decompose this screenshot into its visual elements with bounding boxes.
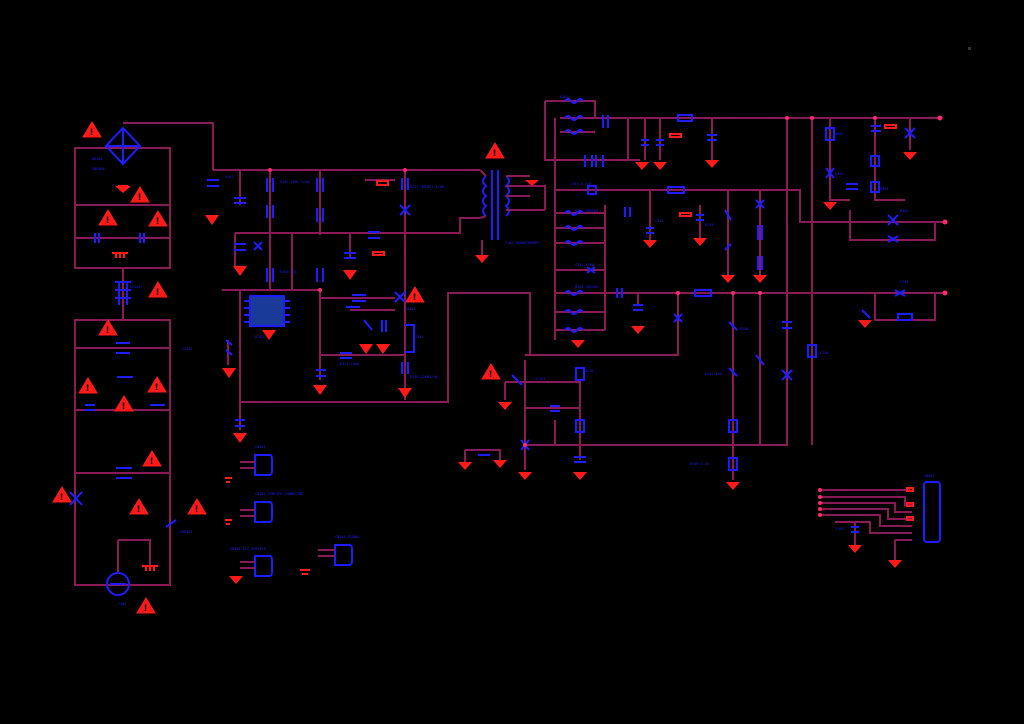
svg-text:R301: R301 <box>835 132 843 136</box>
svg-text:!: ! <box>138 193 142 203</box>
svg-text:CN104 SIGNAL: CN104 SIGNAL <box>335 535 360 539</box>
svg-text:T101: T101 <box>415 335 423 339</box>
svg-text:R118 220R1/4W: R118 220R1/4W <box>410 375 438 379</box>
svg-text:!: ! <box>86 384 90 394</box>
svg-text:R215: R215 <box>705 223 713 227</box>
svg-text:!: ! <box>150 457 154 467</box>
svg-text:R240: R240 <box>740 327 748 331</box>
svg-text:R104 51k: R104 51k <box>280 270 298 274</box>
ac-input-section: BD101 GBU406 LF101 CX102 F101 VDR101 <box>69 122 214 606</box>
svg-text:D301: D301 <box>900 209 908 213</box>
warning-triangle-icon: ! <box>147 376 167 393</box>
connector-icon: CN103 ALT_SERVICE <box>229 547 273 584</box>
warning-triangle-icon: ! <box>136 597 156 614</box>
svg-text:C211 470uF: C211 470uF <box>575 263 596 267</box>
svg-text:IC101: IC101 <box>254 335 265 339</box>
warning-triangle-icon: ! <box>114 395 134 412</box>
svg-text:R111 100k: R111 100k <box>340 362 360 366</box>
svg-text:R230: R230 <box>585 369 593 373</box>
svg-text:F201: F201 <box>900 280 908 284</box>
svg-text:!: ! <box>489 370 493 380</box>
connector-icon: CN101 <box>225 445 273 483</box>
svg-text:R304: R304 <box>880 187 888 191</box>
svg-text:!: ! <box>137 505 141 515</box>
svg-text:CN103 ALT_SERVICE: CN103 ALT_SERVICE <box>230 547 266 551</box>
svg-text:!: ! <box>60 493 64 503</box>
svg-text:C240: C240 <box>820 351 828 355</box>
svg-text:GBU406: GBU406 <box>92 167 105 171</box>
warning-triangle-icon: ! <box>481 363 501 380</box>
warning-triangles: ! ! ! ! ! ! ! ! ! ! ! ! ! ! ! ! ! <box>52 121 505 614</box>
svg-text:C301: C301 <box>836 527 844 531</box>
svg-text:R102 10M/ 1/4W: R102 10M/ 1/4W <box>280 180 310 184</box>
svg-text:!: ! <box>90 128 94 138</box>
aux-connectors: CN101 CN102 SERVICE_CONNECTOR CN103 ALT_… <box>225 445 360 584</box>
warning-triangle-icon: ! <box>485 142 505 159</box>
diode-bridge-icon <box>104 126 142 166</box>
svg-text:Q301: Q301 <box>835 172 843 176</box>
warning-triangle-icon: ! <box>98 319 118 336</box>
warning-triangle-icon: ! <box>130 186 150 203</box>
svg-text:R250 1.2k: R250 1.2k <box>690 462 710 466</box>
warning-triangle-icon: ! <box>405 286 425 303</box>
svg-text:CN201: CN201 <box>924 474 935 478</box>
connector-icon: CN104 SIGNAL <box>300 535 360 575</box>
warning-triangle-icon: ! <box>82 121 102 138</box>
svg-text:!: ! <box>413 293 417 303</box>
svg-text:L201 4.7uH: L201 4.7uH <box>570 182 591 186</box>
svg-text:!: ! <box>156 217 160 227</box>
svg-text:IC201: IC201 <box>535 377 546 381</box>
svg-text:VDR101: VDR101 <box>180 530 193 534</box>
svg-text:!: ! <box>106 216 110 226</box>
svg-text:!: ! <box>195 505 199 515</box>
secondary-section: D201 L201 4.7uH D202 SB5200 C211 470uF D… <box>458 95 945 568</box>
svg-text:D201: D201 <box>560 95 568 99</box>
svg-text:LF101: LF101 <box>130 285 141 289</box>
svg-text:D202 SB5200: D202 SB5200 <box>575 209 598 213</box>
warning-triangle-icon: ! <box>148 210 168 227</box>
svg-text:Q101: Q101 <box>407 307 415 311</box>
warning-triangle-icon: ! <box>52 486 72 503</box>
output-connector: CN201 C301 <box>818 474 941 560</box>
svg-text:!: ! <box>155 383 159 393</box>
svg-text:BD101: BD101 <box>92 157 103 161</box>
svg-text:R242 10k: R242 10k <box>705 372 723 376</box>
svg-text:!: ! <box>122 402 126 412</box>
warning-triangle-icon: ! <box>78 377 98 394</box>
warning-triangle-icon: ! <box>187 498 207 515</box>
svg-text:!: ! <box>156 288 160 298</box>
warning-triangle-icon: ! <box>98 209 118 226</box>
svg-text:!: ! <box>144 604 148 614</box>
warning-triangle-icon: ! <box>129 498 149 515</box>
svg-text:T102 TRANSFORMER: T102 TRANSFORMER <box>505 241 540 245</box>
connector-icon: CN102 SERVICE_CONNECTOR <box>225 492 304 525</box>
warning-triangle-icon: ! <box>142 450 162 467</box>
svg-text:D204 SB3100: D204 SB3100 <box>575 285 598 289</box>
primary-section: R101 R102 10M/ 1/4W R121 HOTM21 1/4W R10… <box>115 169 531 443</box>
svg-text:C214: C214 <box>655 219 663 223</box>
svg-text:!: ! <box>493 149 497 159</box>
svg-text:R121 HOTM21 1/4W: R121 HOTM21 1/4W <box>410 185 445 189</box>
output-terminals <box>268 115 948 447</box>
transformer-icon: T102 TRANSFORMER <box>475 169 546 263</box>
ic-chip-icon <box>244 295 290 327</box>
svg-text:CN101: CN101 <box>255 445 266 449</box>
svg-text:F101: F101 <box>118 602 126 606</box>
svg-text:CX102: CX102 <box>182 347 193 351</box>
warning-triangle-icon: ! <box>148 281 168 298</box>
svg-text:CN102 SERVICE_CONNECTOR: CN102 SERVICE_CONNECTOR <box>255 492 304 496</box>
svg-text:R101: R101 <box>225 175 233 179</box>
svg-text:!: ! <box>106 326 110 336</box>
